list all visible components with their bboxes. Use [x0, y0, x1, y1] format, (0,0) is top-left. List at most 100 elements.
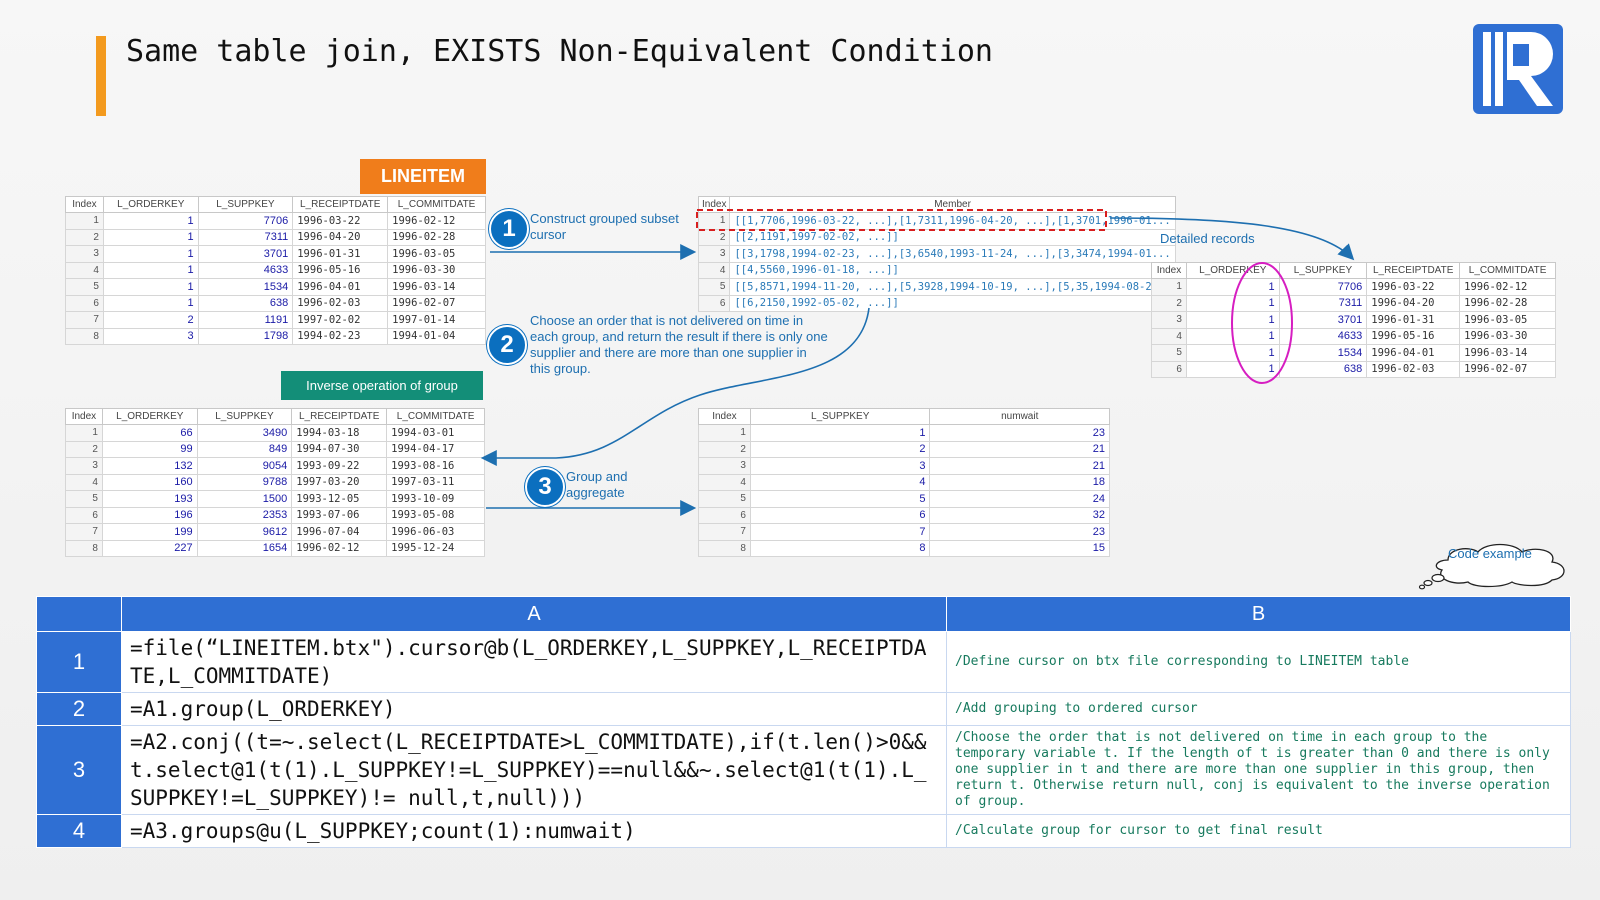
title-accent-bar	[96, 36, 106, 116]
table-cell: 8	[65, 539, 103, 557]
column-header-a[interactable]: A	[121, 596, 947, 632]
code-row: 1 =file(“LINEITEM.btx").cursor@b(L_ORDER…	[36, 631, 1571, 693]
table-cell: 1	[102, 212, 199, 230]
column-header: L_ORDERKEY	[101, 408, 198, 425]
table-cell: 3	[749, 457, 931, 475]
table-cell: 1996-03-22	[1366, 278, 1461, 296]
corner-cell	[36, 596, 122, 632]
table-cell: 1996-03-14	[387, 278, 486, 296]
table-cell: 1	[1151, 278, 1187, 296]
table-cell: 6	[749, 506, 931, 524]
column-header: L_COMMITDATE	[387, 196, 486, 213]
column-header: numwait	[929, 408, 1110, 425]
code-row: 4 =A3.groups@u(L_SUPPKEY;count(1):numwai…	[36, 814, 1571, 848]
lineitem-table: Index L_ORDERKEY L_SUPPKEY L_RECEIPTDATE…	[65, 196, 486, 345]
table-cell: 1994-03-18	[291, 424, 388, 442]
table-cell: 3	[65, 457, 103, 475]
code-cell-a4[interactable]: =A3.groups@u(L_SUPPKEY;count(1):numwait)	[121, 814, 947, 848]
table-cell: 8	[749, 539, 931, 557]
grouped-members-table: Index Member 1[[1,7706,1996-03-22, ...],…	[697, 196, 1176, 312]
comment-cell-b2[interactable]: /Add grouping to ordered cursor	[946, 692, 1571, 726]
row-number[interactable]: 2	[36, 692, 122, 726]
code-header-row: A B	[36, 596, 1571, 632]
comment-cell-b1[interactable]: /Define cursor on btx file corresponding…	[946, 631, 1571, 693]
table-header-row: Index L_ORDERKEY L_SUPPKEY L_RECEIPTDATE…	[65, 408, 485, 425]
table-cell: 1997-01-14	[387, 311, 486, 329]
table-cell: 1996-02-12	[387, 212, 486, 230]
code-cell-a3[interactable]: =A2.conj((t=~.select(L_RECEIPTDATE>L_COM…	[121, 725, 947, 815]
table-row: 6[[6,2150,1992-05-02, ...]]	[697, 294, 1176, 312]
table-cell: 1	[102, 278, 199, 296]
column-header: Member	[729, 196, 1176, 213]
comment-cell-b3[interactable]: /Choose the order that is not delivered …	[946, 725, 1571, 815]
table-row: 2[[2,1191,1997-02-02, ...]]	[697, 228, 1176, 246]
table-cell: 7311	[1278, 294, 1368, 312]
table-cell: 1798	[197, 327, 294, 345]
table-cell: 9054	[196, 457, 293, 475]
table-cell: 227	[101, 539, 198, 557]
table-cell: 1	[102, 294, 199, 312]
column-header: L_ORDERKEY	[1185, 262, 1280, 279]
table-cell: 1654	[196, 539, 293, 557]
table-cell: 9788	[196, 473, 293, 491]
table-cell: 1993-05-08	[386, 506, 485, 524]
comment-cell-b4[interactable]: /Calculate group for cursor to get final…	[946, 814, 1571, 848]
table-cell: 1996-07-04	[291, 523, 388, 541]
table-cell: 8	[65, 327, 104, 345]
table-cell: 18	[929, 473, 1110, 491]
table-cell: 1996-05-16	[1366, 327, 1461, 345]
table-cell: 1994-02-23	[292, 327, 389, 345]
table-cell: 7	[65, 523, 103, 541]
code-cell-a1[interactable]: =file(“LINEITEM.btx").cursor@b(L_ORDERKE…	[121, 631, 947, 693]
table-cell: [[6,2150,1992-05-02, ...]]	[729, 294, 1176, 312]
table-cell: 1	[1185, 360, 1280, 378]
table-cell: 2353	[196, 506, 293, 524]
table-cell: 1996-03-22	[292, 212, 389, 230]
table-cell: 193	[101, 490, 198, 508]
table-cell: 196	[101, 506, 198, 524]
table-cell: [[3,1798,1994-02-23, ...],[3,6540,1993-1…	[729, 245, 1176, 263]
row-number[interactable]: 1	[36, 631, 122, 693]
table-cell: 7311	[197, 228, 294, 246]
table-cell: 1	[102, 261, 199, 279]
table-row: 1[[1,7706,1996-03-22, ...],[1,7311,1996-…	[697, 212, 1176, 230]
table-cell: 1994-04-17	[386, 440, 485, 458]
table-cell: 1996-02-12	[1459, 278, 1556, 296]
table-cell: [[5,8571,1994-11-20, ...],[5,3928,1994-1…	[729, 278, 1176, 296]
table-cell: 2	[102, 311, 199, 329]
column-header-b[interactable]: B	[946, 596, 1571, 632]
table-cell: 2	[65, 228, 104, 246]
row-number[interactable]: 3	[36, 725, 122, 815]
table-cell: 1	[1185, 344, 1280, 362]
table-cell: 1	[1185, 327, 1280, 345]
table-cell: 1996-03-05	[1459, 311, 1556, 329]
table-cell: 1993-07-06	[291, 506, 388, 524]
column-header: L_SUPPKEY	[749, 408, 931, 425]
table-cell: 1993-09-22	[291, 457, 388, 475]
table-cell: 4	[698, 473, 751, 491]
table-cell: 1996-02-07	[387, 294, 486, 312]
table-cell: 7706	[1278, 278, 1368, 296]
table-cell: 5	[697, 278, 731, 296]
step-2-number: 2	[487, 325, 527, 365]
table-cell: 1	[698, 424, 751, 442]
table-cell: 1996-05-16	[292, 261, 389, 279]
table-cell: 1191	[197, 311, 294, 329]
code-cell-a2[interactable]: =A1.group(L_ORDERKEY)	[121, 692, 947, 726]
table-header-row: Index L_ORDERKEY L_SUPPKEY L_RECEIPTDATE…	[1151, 262, 1556, 279]
row-number[interactable]: 4	[36, 814, 122, 848]
table-cell: 6	[1151, 360, 1187, 378]
table-cell: 1	[102, 228, 199, 246]
